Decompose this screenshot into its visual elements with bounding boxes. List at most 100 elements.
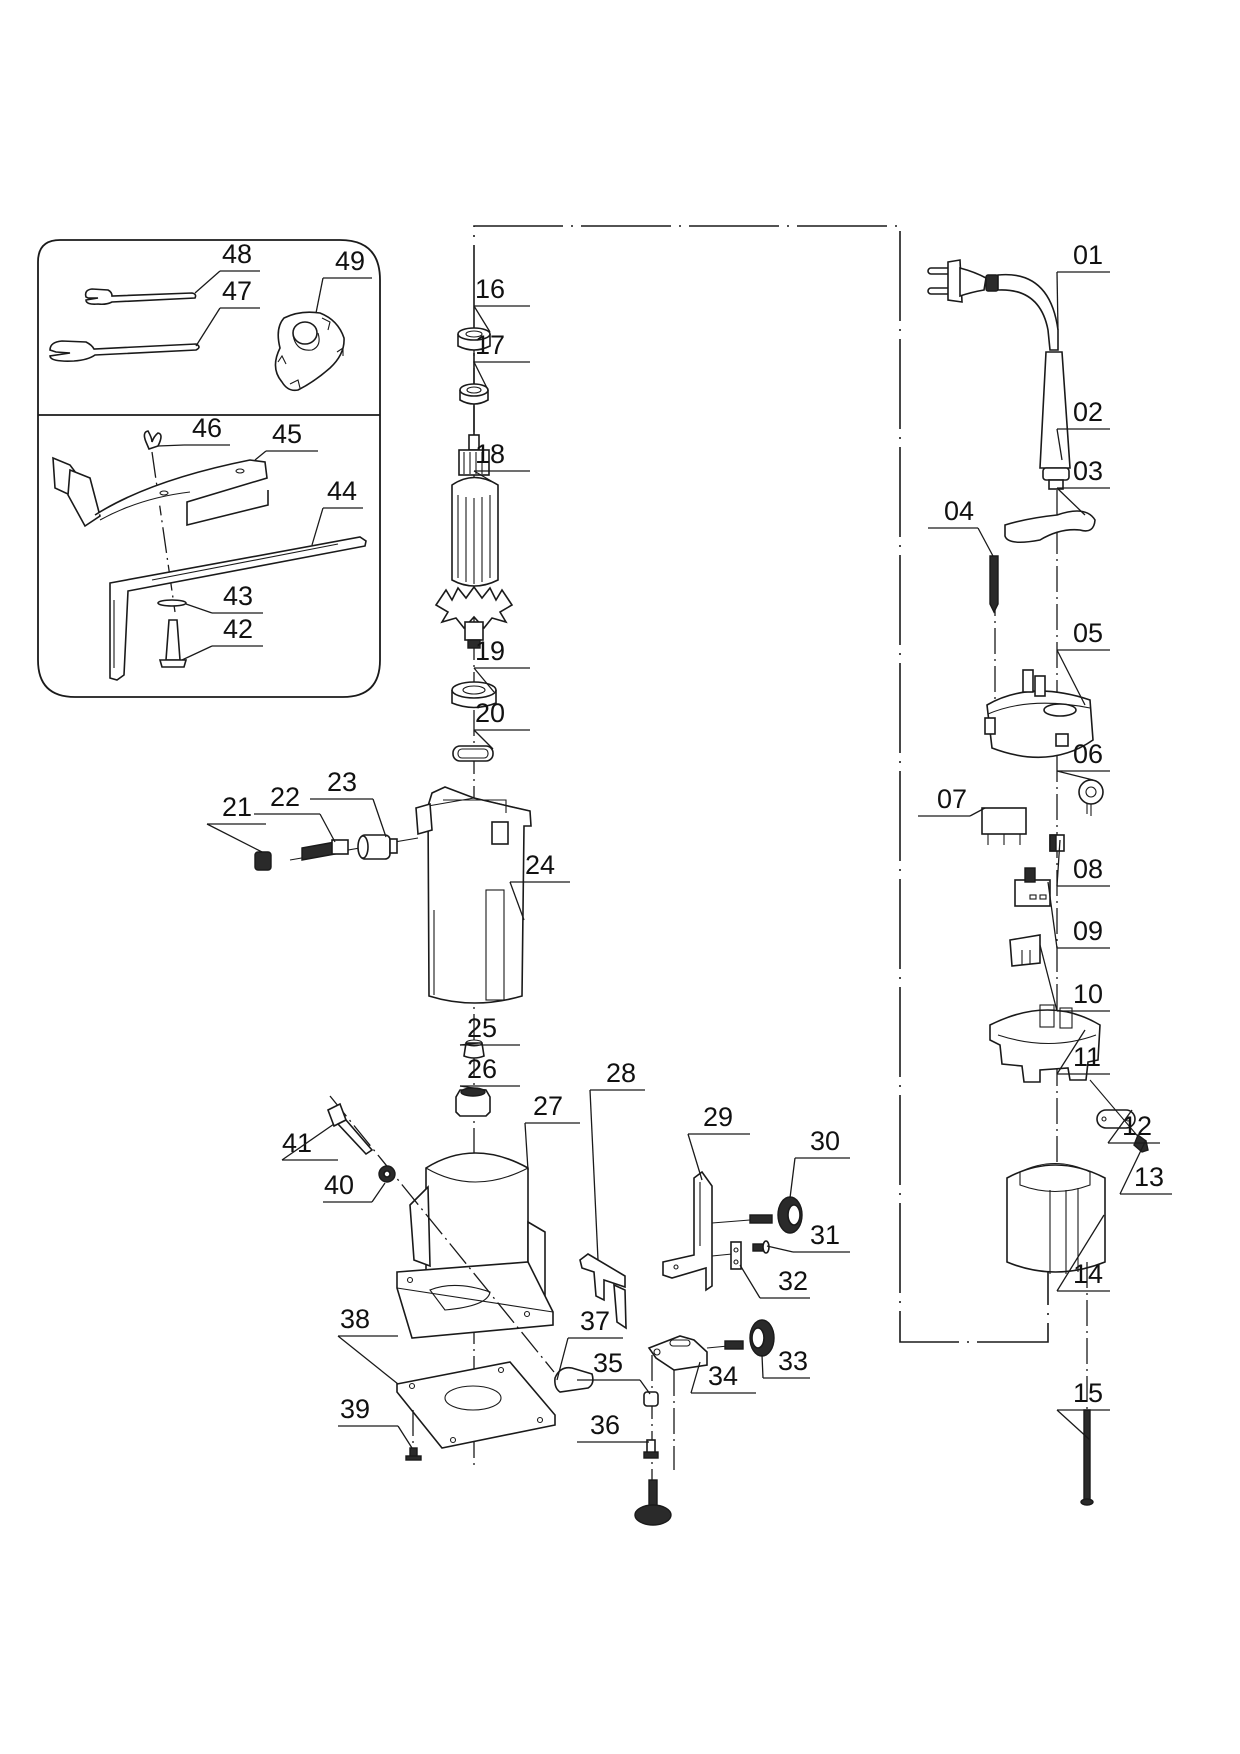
parallel-guide-bracket xyxy=(52,456,269,528)
callout-suppressor-ring: 06 xyxy=(1056,739,1110,781)
callout-knob-screw: 30 xyxy=(789,1126,850,1199)
callout-number: 34 xyxy=(708,1361,738,1391)
callout-number: 10 xyxy=(1073,979,1103,1009)
callout-lever: 37 xyxy=(556,1306,623,1381)
callout-wing-screw: 46 xyxy=(157,413,230,447)
base-housing xyxy=(396,1152,554,1339)
stator xyxy=(1006,1163,1106,1274)
callout-leader-line xyxy=(690,1361,701,1394)
callout-leader-line xyxy=(206,823,263,853)
callout-number: 39 xyxy=(340,1394,370,1424)
callout-number: 02 xyxy=(1073,397,1103,427)
bearing-17 xyxy=(459,383,489,405)
callout-stator: 14 xyxy=(1056,1214,1110,1292)
cord-clamp xyxy=(1004,510,1096,544)
callout-number: 43 xyxy=(223,581,253,611)
carbon-brush xyxy=(301,839,349,861)
callout-leader-line xyxy=(473,361,489,391)
callout-leader-line xyxy=(459,1085,487,1091)
callout-leader-line xyxy=(739,1264,761,1299)
callout-number: 17 xyxy=(475,330,505,360)
screw-04 xyxy=(989,555,999,614)
plate-32 xyxy=(730,1241,742,1270)
cord-sleeve xyxy=(1039,351,1071,490)
callout-leader-line xyxy=(372,798,387,838)
callout-spindle-lock: 28 xyxy=(589,1058,645,1261)
callout-number: 42 xyxy=(223,614,253,644)
callout-number: 18 xyxy=(475,439,505,469)
callout-guide-bracket: 29 xyxy=(687,1102,750,1181)
callout-number: 31 xyxy=(810,1220,840,1250)
brush-holder-housing xyxy=(989,1004,1101,1083)
callout-number: 29 xyxy=(703,1102,733,1132)
callout-parallel-guide: 45 xyxy=(254,419,318,461)
callout-number: 48 xyxy=(222,239,252,269)
callout-number: 19 xyxy=(475,636,505,666)
callout-leader-line xyxy=(1119,1139,1147,1195)
callout-leader-line xyxy=(1039,944,1058,1012)
wrench-small xyxy=(84,288,197,306)
callout-housing-cover: 05 xyxy=(1056,618,1110,706)
callout-number: 30 xyxy=(810,1126,840,1156)
callout-bearing-sleeve: 20 xyxy=(473,698,530,750)
callout-number: 47 xyxy=(222,276,252,306)
brush-holder xyxy=(357,834,398,860)
callout-number: 15 xyxy=(1073,1378,1103,1408)
callout-leader-line xyxy=(1056,487,1086,516)
armature xyxy=(434,434,514,649)
callout-number: 35 xyxy=(593,1348,623,1378)
switch xyxy=(1014,867,1051,907)
callout-number: 24 xyxy=(525,850,555,880)
callout-number: 08 xyxy=(1073,854,1103,884)
callout-ball-bearing: 19 xyxy=(473,636,530,693)
callout-plate: 32 xyxy=(739,1264,810,1299)
collet xyxy=(463,1039,485,1059)
guide-pin xyxy=(158,619,188,668)
guide-block xyxy=(647,1335,708,1371)
callout-number: 13 xyxy=(1134,1162,1164,1192)
adjustment-screw xyxy=(326,1102,374,1156)
callout-base-housing: 27 xyxy=(524,1091,580,1171)
callout-leader-line xyxy=(195,307,221,347)
callout-guide-pin: 42 xyxy=(181,614,263,661)
callout-leader-line xyxy=(194,270,221,294)
bushing-35 xyxy=(643,1391,659,1407)
callout-adjustment-screw: 41 xyxy=(281,1123,338,1161)
callout-leader-line xyxy=(473,470,499,486)
guide-rail xyxy=(109,536,367,681)
callout-open-end-wrench-small: 48 xyxy=(194,239,260,294)
callout-number: 12 xyxy=(1122,1111,1152,1141)
clamp-axis xyxy=(1089,1079,1142,1141)
callout-number: 25 xyxy=(467,1013,497,1043)
callout-brush-cap: 21 xyxy=(206,792,266,853)
callout-leader-line xyxy=(459,1042,479,1046)
callout-number: 14 xyxy=(1073,1259,1103,1289)
callout-terminal-block: 08 xyxy=(1056,839,1110,887)
callout-leader-line xyxy=(509,881,525,921)
callout-leader-line xyxy=(1056,649,1086,706)
knob-screw-30-bottom xyxy=(634,1479,672,1526)
callout-leader-line xyxy=(687,1133,703,1181)
callout-capacitor: 07 xyxy=(918,784,986,817)
callout-bushing: 35 xyxy=(577,1348,651,1395)
callout-leader-line xyxy=(761,1354,764,1379)
callout-leader-line xyxy=(789,1157,796,1199)
callout-number: 23 xyxy=(327,767,357,797)
callout-collet: 25 xyxy=(459,1013,520,1046)
bearing-16 xyxy=(457,327,491,351)
wing-screw xyxy=(143,430,176,613)
callout-leader-line xyxy=(473,667,495,693)
callout-leader-line xyxy=(1056,770,1094,781)
copy-ring xyxy=(274,311,345,392)
callout-cable-clamp: 12 xyxy=(1107,1109,1160,1144)
callout-number: 32 xyxy=(778,1266,808,1296)
callout-screw: 13 xyxy=(1119,1139,1172,1195)
callout-collet-nut: 26 xyxy=(459,1054,520,1091)
callout-leader-line xyxy=(181,645,213,661)
motor-housing xyxy=(415,786,532,1004)
callout-number: 49 xyxy=(335,246,365,276)
callout-leader-line xyxy=(977,527,994,557)
screw-39 xyxy=(405,1447,422,1461)
callout-switch-bracket: 10 xyxy=(1039,944,1110,1012)
